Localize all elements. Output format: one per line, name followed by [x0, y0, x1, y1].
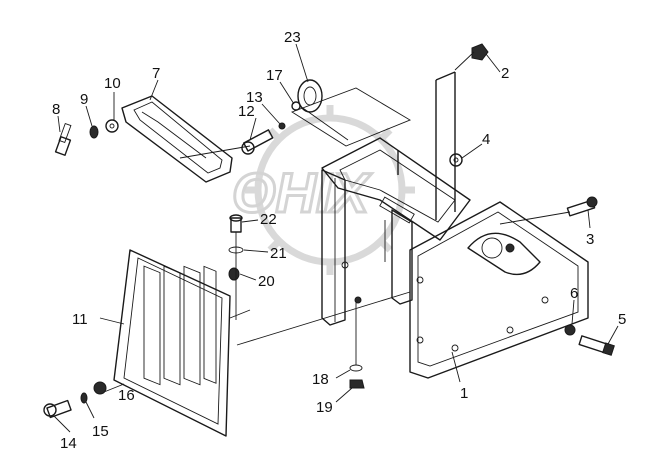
leader-lines	[53, 43, 619, 433]
callout-18: 18	[312, 371, 329, 388]
side-plate	[409, 201, 589, 379]
callout-13: 13	[246, 89, 263, 106]
callout-1: 1	[460, 385, 468, 402]
callout-2: 2	[501, 65, 509, 82]
callout-4: 4	[482, 131, 490, 148]
watermark-text: OHIX	[232, 161, 373, 224]
callout-labels: 1 2 3 4 5 6 7 8 9 10 11 12 13 14 15 16 1…	[52, 29, 626, 452]
callout-16: 16	[118, 387, 135, 404]
callout-23: 23	[284, 29, 301, 46]
callout-6: 6	[570, 285, 578, 302]
callout-20: 20	[258, 273, 275, 290]
hardware	[43, 43, 615, 419]
callout-5: 5	[618, 311, 626, 328]
cover-plate	[290, 79, 412, 147]
long-bracket	[121, 95, 233, 183]
callout-3: 3	[586, 231, 594, 248]
callout-19: 19	[316, 399, 333, 416]
callout-10: 10	[104, 75, 121, 92]
callout-22: 22	[260, 211, 277, 228]
callout-12: 12	[238, 103, 255, 120]
callout-9: 9	[80, 91, 88, 108]
callout-15: 15	[92, 423, 109, 440]
callout-14: 14	[60, 435, 77, 452]
watermark: OHIX	[231, 105, 415, 275]
callout-17: 17	[266, 67, 283, 84]
callout-8: 8	[52, 101, 60, 118]
callout-11: 11	[72, 311, 88, 328]
callout-21: 21	[270, 245, 287, 262]
callout-7: 7	[152, 65, 160, 82]
support-frame	[321, 71, 471, 326]
radiator-grille	[113, 249, 251, 437]
assembly-lines	[179, 51, 571, 346]
